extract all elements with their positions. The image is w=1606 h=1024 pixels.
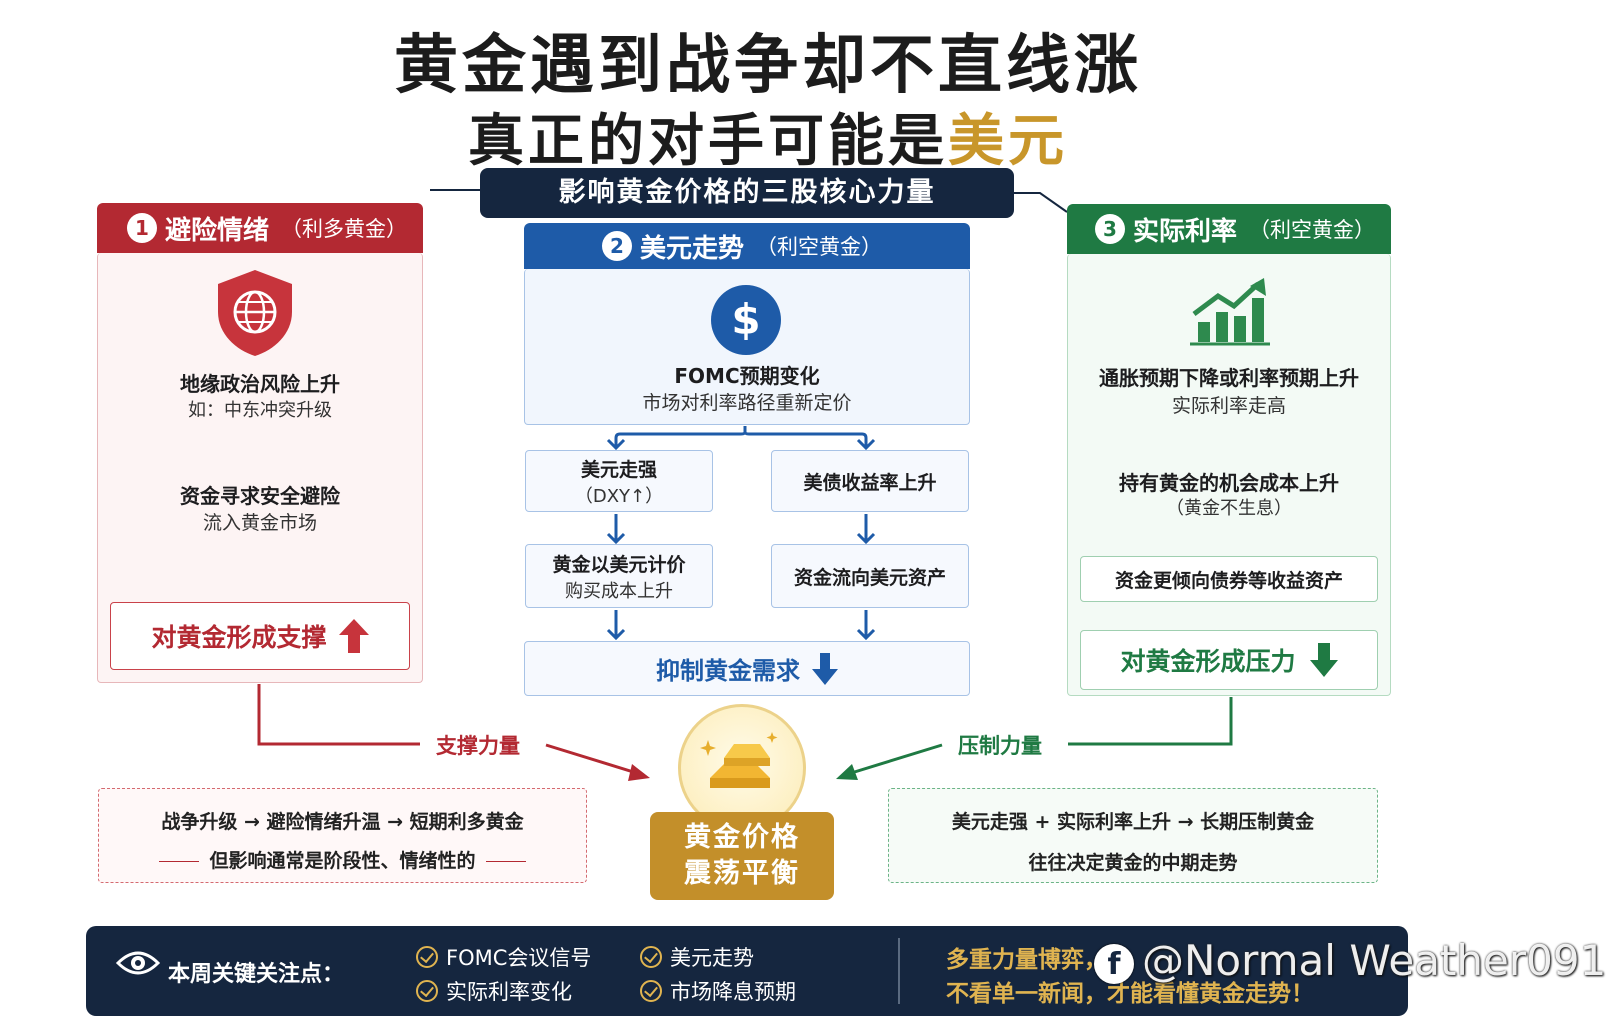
col1-step1-main: 地缘政治风险上升: [180, 372, 340, 396]
col3-step3: 资金更倾向债券等收益资产: [1114, 569, 1343, 592]
bottom-bar: 本周关键关注点： FOMC会议信号 美元走势 实际利率变化 市场降息预期 多重力…: [86, 926, 1408, 1016]
slogan-line2: 不看单一新闻，才能看懂黄金走势！: [946, 981, 1314, 1007]
col1-result: 对黄金形成支撑: [151, 623, 327, 652]
col3-header: 3 实际利率 （利空黄金）: [1067, 204, 1391, 254]
facebook-icon: f: [1094, 944, 1134, 984]
col3-step1-sub: 实际利率走高: [1171, 395, 1286, 417]
col3-panel: [1067, 254, 1391, 696]
note-left-line1: 战争升级 → 避险情绪升温 → 短期利多黄金: [161, 811, 524, 833]
arrow-down-icon: [812, 652, 838, 685]
col3-number: 3: [1095, 214, 1125, 244]
col1-number: 1: [127, 213, 157, 243]
check-icon: [640, 946, 662, 968]
support-label: 支撑力量: [436, 734, 520, 758]
col2-left1-sub: （DXY↑）: [574, 485, 664, 507]
subtitle: 真正的对手可能是美元: [0, 96, 1536, 177]
col3-step2-main: 持有黄金的机会成本上升: [1119, 471, 1339, 495]
col2-header: 2 美元走势 （利空黄金）: [524, 223, 970, 269]
col2-result-box: 抑制黄金需求: [524, 641, 970, 696]
col1-step2-main: 资金寻求安全避险: [180, 484, 340, 508]
col2-result: 抑制黄金需求: [656, 657, 800, 685]
gold-line2: 震荡平衡: [684, 858, 800, 889]
pressure-arrowhead: [836, 764, 858, 780]
col3-title: 实际利率: [1133, 216, 1238, 247]
gold-line1: 黄金价格: [684, 822, 800, 853]
focus-item-text: 美元走势: [670, 946, 754, 970]
divider: [159, 861, 200, 862]
gold-price-box: 黄金价格 震荡平衡: [650, 812, 834, 900]
subtitle-prefix: 真正的对手可能是: [468, 109, 948, 174]
dollar-coin-icon: $: [711, 285, 781, 355]
subtitle-accent: 美元: [948, 109, 1068, 174]
col2-right2: 资金流向美元资产: [793, 566, 946, 589]
focus-item-text: 实际利率变化: [446, 980, 572, 1004]
support-arrowhead: [628, 764, 650, 781]
focus-item: 实际利率变化: [416, 976, 572, 1006]
focus-item-text: FOMC会议信号: [446, 946, 592, 970]
col2-right1-box: 美债收益率上升: [771, 450, 969, 512]
slogan-line1: 多重力量博弈，: [946, 947, 1107, 973]
pressure-label: 压制力量: [958, 734, 1042, 758]
col3-step2-sub: （黄金不生息）: [1166, 498, 1292, 519]
bottom-label: 本周关键关注点：: [168, 962, 345, 987]
divider: [485, 861, 526, 862]
main-title: 黄金遇到战争却不直线涨: [394, 29, 1142, 103]
arrow-up-icon: [338, 619, 369, 653]
col2-left1-box: 美元走强 （DXY↑）: [525, 450, 713, 512]
col2-right2-box: 资金流向美元资产: [771, 544, 969, 608]
pressure-arrow-line: [847, 743, 943, 776]
check-icon: [416, 980, 438, 1002]
col1-header: 1 避险情绪 （利多黄金）: [97, 203, 423, 253]
col1-result-box: 对黄金形成支撑: [110, 602, 410, 670]
blue-step-arrows: [606, 426, 876, 641]
support-flow-line: [257, 684, 420, 746]
check-icon: [640, 980, 662, 1002]
note-left-line2-wrap: 但影响通常是阶段性、情绪性的: [99, 846, 586, 873]
note-right-box: 美元走强 + 实际利率上升 → 长期压制黄金 往往决定黄金的中期走势: [888, 788, 1378, 883]
pressure-flow-line: [1068, 697, 1233, 746]
shield-globe-icon: [218, 270, 292, 356]
gold-bars-icon: [700, 732, 778, 788]
eye-icon: [115, 951, 161, 975]
focus-item-text: 市场降息预期: [670, 980, 796, 1004]
col2-subtitle: （利空黄金）: [756, 235, 883, 259]
col2-top-sub: 市场对利率路径重新定价: [642, 392, 852, 414]
focus-item: 美元走势: [640, 942, 754, 972]
core-forces-banner: 影响黄金价格的三股核心力量: [480, 168, 1014, 218]
col3-step1-main: 通胀预期下降或利率预期上升: [1099, 366, 1359, 390]
note-left-box: 战争升级 → 避险情绪升温 → 短期利多黄金 但影响通常是阶段性、情绪性的: [98, 788, 587, 883]
note-right-line2: 往往决定黄金的中期走势: [1028, 852, 1238, 874]
focus-item: 市场降息预期: [640, 976, 796, 1006]
note-right-line1: 美元走强 + 实际利率上升 → 长期压制黄金: [951, 811, 1315, 833]
col3-subtitle: （利空黄金）: [1249, 218, 1376, 242]
bar-chart-up-icon: [1190, 278, 1270, 346]
col2-left2-main: 黄金以美元计价: [552, 553, 686, 576]
col3-result-box: 对黄金形成压力: [1080, 630, 1378, 690]
arrow-down-icon: [1309, 643, 1338, 677]
divider: [898, 938, 900, 1004]
col2-left1-main: 美元走强: [580, 458, 657, 481]
focus-item: FOMC会议信号: [416, 942, 591, 972]
col1-subtitle: （利多黄金）: [281, 217, 408, 241]
svg-text:$: $: [731, 295, 760, 344]
col3-result: 对黄金形成压力: [1120, 647, 1296, 676]
col3-step3-box: 资金更倾向债券等收益资产: [1080, 556, 1378, 602]
col2-left2-sub: 购买成本上升: [565, 580, 673, 602]
support-arrow-line: [545, 743, 641, 776]
watermark: @Normal Weather091: [1142, 936, 1606, 985]
col2-right1: 美债收益率上升: [803, 471, 937, 494]
col1-step2-sub: 流入黄金市场: [202, 512, 317, 534]
banner-line-right: [1014, 192, 1068, 213]
col2-top-main: FOMC预期变化: [674, 364, 820, 388]
note-left-line2: 但影响通常是阶段性、情绪性的: [209, 850, 476, 872]
col2-number: 2: [602, 231, 632, 261]
col2-left2-box: 黄金以美元计价 购买成本上升: [525, 544, 713, 608]
check-icon: [416, 946, 438, 968]
col2-title: 美元走势: [640, 233, 745, 264]
col1-step1-sub: 如：中东冲突升级: [188, 400, 332, 421]
col1-title: 避险情绪: [165, 215, 270, 246]
